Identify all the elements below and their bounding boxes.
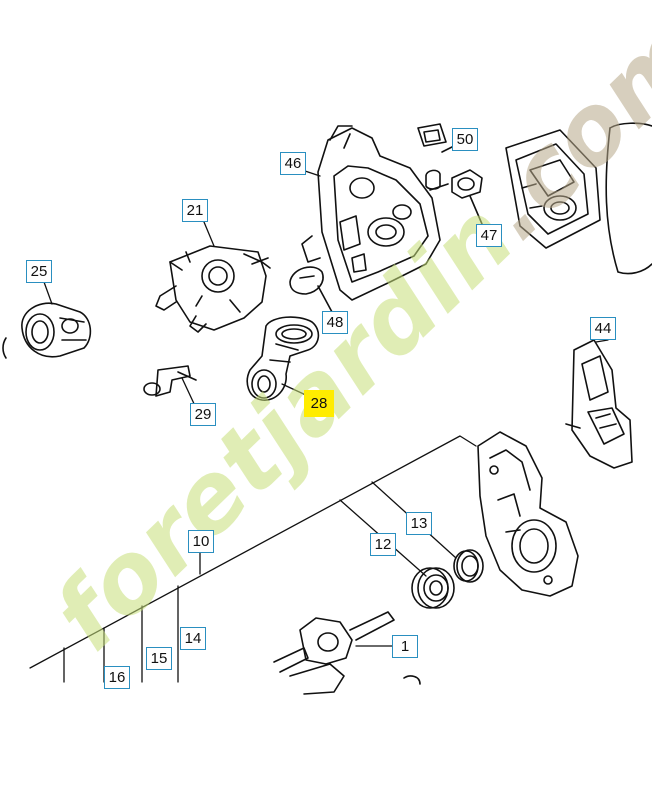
callout-44: 44 (590, 317, 616, 340)
part-46-housing (301, 125, 441, 301)
part-25-intake-elbow (2, 302, 92, 359)
callout-12: 12 (370, 533, 396, 556)
part-1-crankshaft (273, 611, 421, 695)
part-13-seal (453, 549, 484, 583)
part-50-clip (417, 123, 455, 190)
air-filter (505, 129, 601, 249)
part-48-cap (289, 266, 333, 313)
part-44-muffler-guard (565, 339, 633, 469)
callout-47: 47 (476, 224, 502, 247)
callout-16: 16 (104, 666, 130, 689)
callout-1: 1 (392, 635, 418, 658)
part-12-bearing (411, 567, 455, 609)
leader-lines (29, 169, 609, 683)
callout-21: 21 (182, 199, 208, 222)
callout-46: 46 (280, 152, 306, 175)
crankcase-housing (477, 431, 579, 597)
callout-10: 10 (188, 530, 214, 553)
callout-28: 28 (304, 390, 334, 417)
callout-50: 50 (452, 128, 478, 151)
callout-14: 14 (180, 627, 206, 650)
top-cover-edge (605, 122, 652, 275)
part-21-carburetor (155, 245, 271, 333)
callout-15: 15 (146, 647, 172, 670)
callout-13: 13 (406, 512, 432, 535)
part-29-lever (143, 365, 197, 397)
part-47-fitting (429, 169, 483, 225)
part-28-intake-boot (246, 316, 320, 401)
callout-48: 48 (322, 311, 348, 334)
callout-29: 29 (190, 403, 216, 426)
callout-25: 25 (26, 260, 52, 283)
